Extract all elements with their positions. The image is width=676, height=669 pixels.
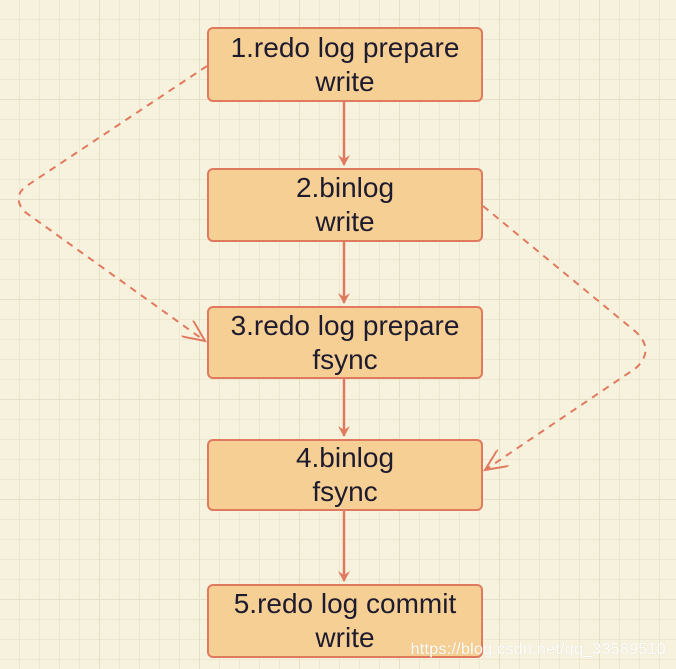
step-4-line-1: 4.binlog: [295, 442, 395, 473]
step-4-line-2: fsync: [312, 476, 378, 507]
step-1-line-1: 1.redo log prepare: [230, 31, 460, 63]
step-3-redo-log-prepare-fsync: 3.redo log prepare fsync: [207, 306, 483, 379]
step-2-line-1: 2.binlog: [295, 172, 395, 203]
step-3-line-2: fsync: [312, 343, 378, 375]
step-2-binlog-write: 2.binlog write: [207, 168, 483, 242]
watermark-text: https://blog.csdn.net/qq_33589510: [410, 641, 666, 658]
step-4-binlog-fsync: 4.binlog fsync: [207, 439, 483, 511]
step-3-line-1: 3.redo log prepare: [230, 309, 460, 341]
dashed-arrow-1-to-3: [17, 65, 208, 341]
step-5-line-1: 5.redo log commit: [233, 588, 457, 619]
step-5-line-2: write: [315, 622, 375, 653]
step-1-line-2: write: [315, 65, 375, 97]
step-5-redo-log-commit-write: 5.redo log commit write: [207, 584, 483, 658]
dashed-arrow-2-to-4: [482, 205, 647, 470]
step-1-redo-log-prepare-write: 1.redo log prepare write: [207, 27, 483, 102]
step-2-line-2: write: [315, 206, 375, 237]
